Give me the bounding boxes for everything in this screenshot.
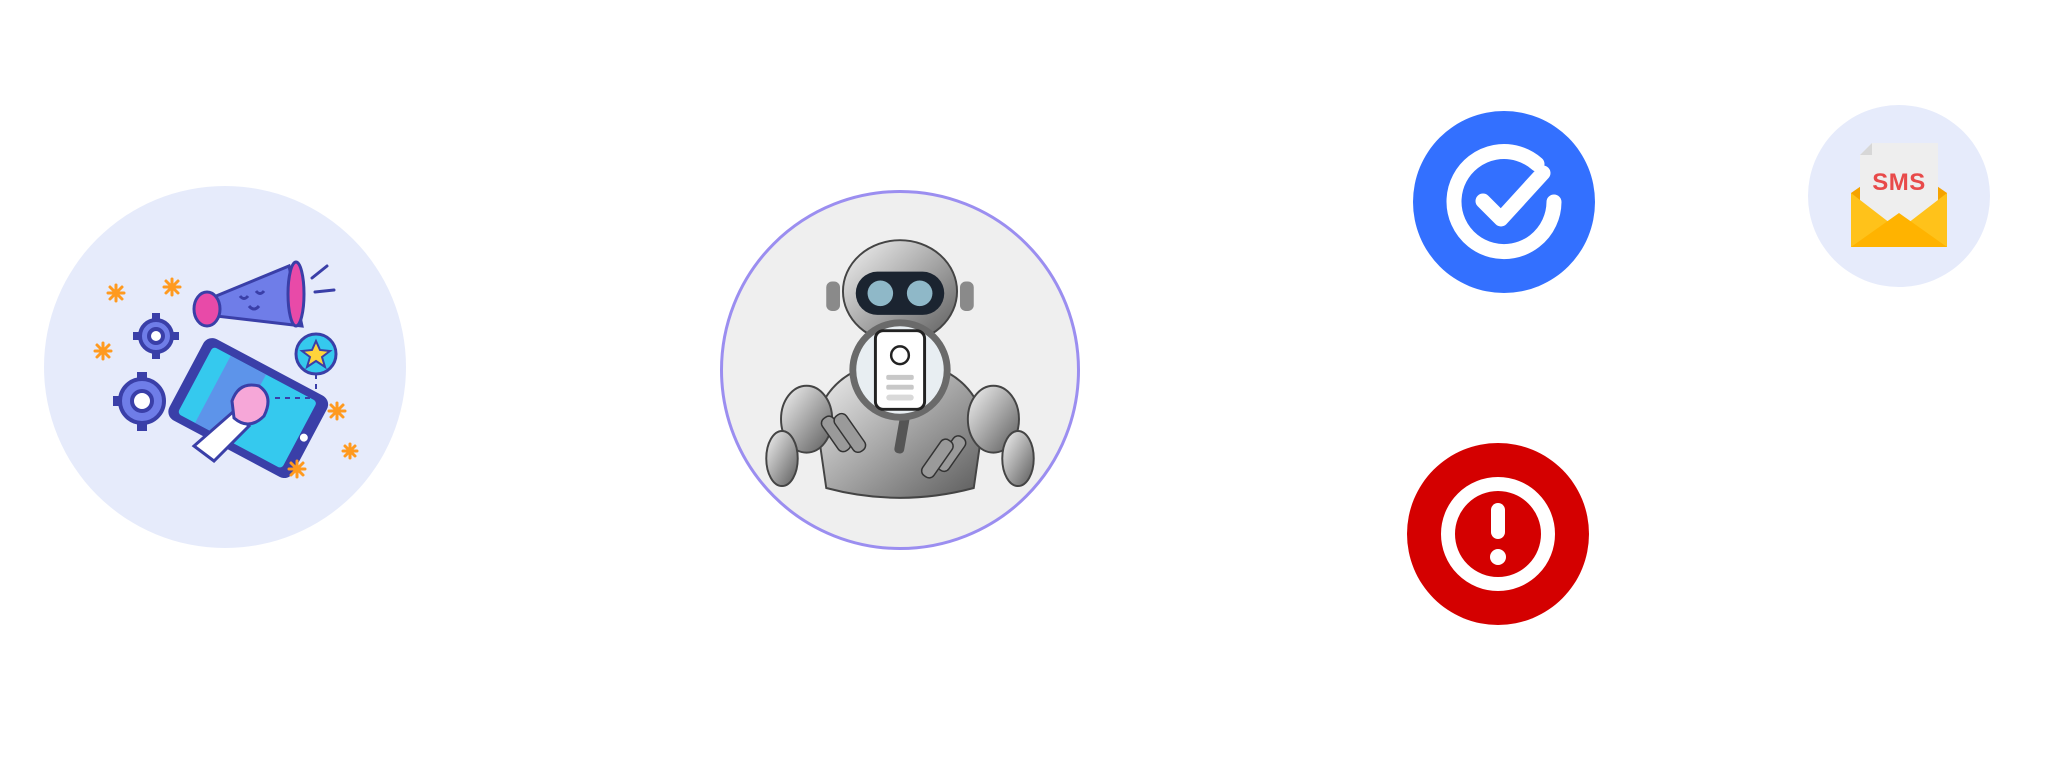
promo-illustration — [44, 186, 406, 548]
check-circle-icon — [1446, 144, 1562, 259]
success-check-badge — [1413, 111, 1595, 293]
sms-envelope-badge: SMS — [1808, 105, 1990, 287]
sms-envelope-icon — [1851, 143, 1947, 247]
robot-illustration — [720, 190, 1080, 550]
robot-magnifier-icon — [765, 239, 1035, 499]
sms-label: SMS — [1872, 169, 1926, 196]
exclamation-circle-icon — [1441, 477, 1555, 591]
megaphone-phone-icon — [93, 260, 359, 479]
error-alert-badge — [1407, 443, 1589, 625]
